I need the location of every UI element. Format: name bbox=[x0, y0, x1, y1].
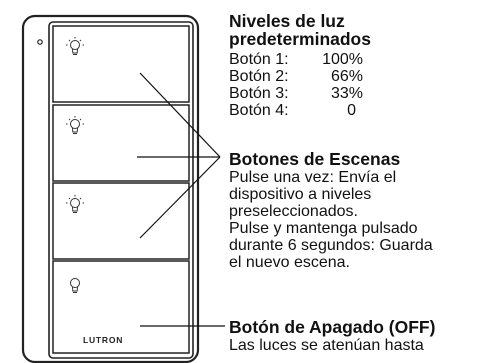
lightbulb-on-icon bbox=[66, 195, 84, 213]
lightbulb-on-icon bbox=[66, 116, 84, 134]
scene-button-3[interactable] bbox=[52, 182, 190, 260]
status-led bbox=[37, 39, 43, 45]
lightbulb-on-icon bbox=[66, 37, 84, 55]
scenes-desc-line: preseleccionados. bbox=[229, 203, 358, 220]
scenes-desc-line: el nuevo escena. bbox=[229, 254, 350, 271]
preset-level-label: Botón 3: bbox=[229, 85, 289, 102]
presets-heading-line1: Niveles de luz bbox=[229, 11, 345, 31]
lightbulb-off-icon bbox=[70, 278, 80, 293]
scenes-desc-line: Pulse una vez: Envía el bbox=[229, 169, 397, 186]
preset-level-row: Botón 1: 100% bbox=[229, 51, 369, 68]
scenes-desc-line: durante 6 segundos: Guarda bbox=[229, 237, 433, 254]
preset-level-row: Botón 2: 66% bbox=[229, 68, 369, 85]
preset-level-value: 66% bbox=[330, 68, 363, 85]
off-heading: Botón de Apagado (OFF) bbox=[229, 317, 436, 337]
callout-line-button-3 bbox=[139, 156, 221, 239]
scenes-heading: Botones de Escenas bbox=[229, 149, 401, 169]
preset-level-value: 33% bbox=[330, 85, 363, 102]
preset-level-row: Botón 3: 33% bbox=[229, 85, 369, 102]
presets-heading-line2: predeterminados bbox=[229, 29, 371, 49]
scenes-desc-line: dispositivo a niveles bbox=[229, 186, 372, 203]
preset-level-value: 0 bbox=[347, 102, 356, 119]
preset-level-value: 100% bbox=[322, 51, 363, 68]
off-desc-line: Las luces se atenúan hasta bbox=[229, 337, 424, 354]
preset-level-label: Botón 4: bbox=[229, 102, 289, 119]
preset-level-row: Botón 4: 0 bbox=[229, 102, 369, 119]
scene-button-2[interactable] bbox=[52, 104, 190, 182]
off-button[interactable] bbox=[52, 260, 190, 354]
scene-button-1[interactable] bbox=[52, 25, 190, 103]
callout-line-button-1 bbox=[139, 72, 221, 158]
preset-level-label: Botón 2: bbox=[229, 68, 289, 85]
scenes-desc-line: Pulse y mantenga pulsado bbox=[229, 220, 418, 237]
preset-level-label: Botón 1: bbox=[229, 51, 289, 68]
brand-logo: LUTRON bbox=[83, 335, 123, 345]
